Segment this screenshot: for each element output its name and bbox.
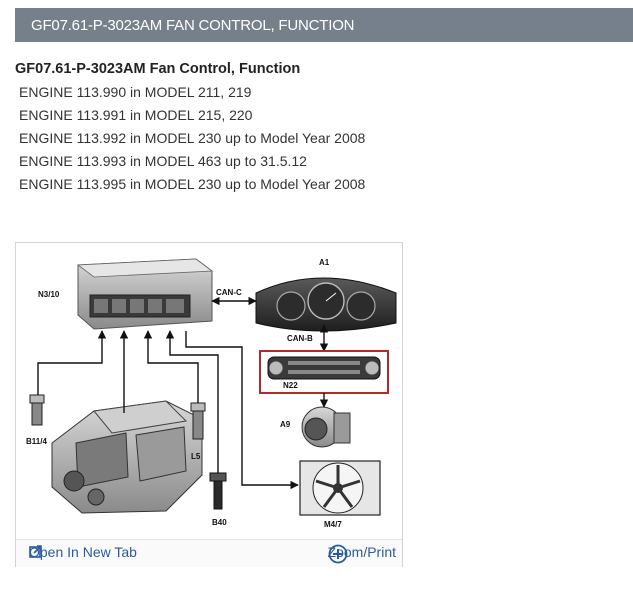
label-a9: A9 bbox=[280, 420, 291, 429]
engine-list: ENGINE 113.990 in MODEL 211, 219 ENGINE … bbox=[19, 84, 365, 199]
engine-item: ENGINE 113.992 in MODEL 230 up to Model … bbox=[19, 130, 366, 146]
climate-control-n22 bbox=[259, 350, 389, 394]
label-can-c: CAN-C bbox=[216, 288, 242, 297]
b11-4-signal-arrow bbox=[37, 330, 107, 395]
l5-signal-arrow bbox=[143, 330, 199, 403]
fan-control-arrow bbox=[185, 331, 299, 490]
label-n22: N22 bbox=[283, 381, 298, 390]
open-in-new-tab-label: Open In New Tab bbox=[29, 544, 137, 560]
label-b11-4: B11/4 bbox=[26, 437, 47, 446]
diagram-figure[interactable]: N3/10 A1 CAN-C CAN-B N22 bbox=[15, 242, 403, 567]
label-can-b: CAN-B bbox=[287, 334, 313, 343]
sensor-b11-4 bbox=[29, 394, 45, 426]
open-new-tab-icon bbox=[29, 545, 42, 558]
sensor-b40 bbox=[209, 472, 227, 510]
b40-signal-arrow bbox=[165, 330, 219, 473]
label-n3-10: N3/10 bbox=[38, 290, 60, 299]
open-in-new-tab-link[interactable]: Open In New Tab bbox=[29, 544, 137, 560]
title-bar: GF07.61-P-3023AM FAN CONTROL, FUNCTION bbox=[15, 8, 633, 42]
control-unit-n3-10 bbox=[76, 258, 214, 330]
zoom-print-link[interactable]: Zoom/Print bbox=[328, 544, 396, 564]
figure-footer: Open In New Tab Zoom/Print bbox=[16, 539, 402, 567]
engine-image bbox=[51, 400, 203, 514]
page-title: GF07.61-P-3023AM FAN CONTROL, FUNCTION bbox=[31, 16, 355, 34]
zoom-plus-icon bbox=[328, 544, 347, 564]
fan-motor-m4-7 bbox=[299, 460, 381, 516]
document-heading: GF07.61-P-3023AM Fan Control, Function bbox=[15, 61, 301, 77]
fan-control-diagram: N3/10 A1 CAN-C CAN-B N22 bbox=[26, 258, 397, 529]
engine-item: ENGINE 113.990 in MODEL 211, 219 bbox=[19, 84, 252, 100]
engine-item: ENGINE 113.995 in MODEL 230 up to Model … bbox=[19, 176, 366, 192]
label-b40: B40 bbox=[212, 518, 227, 527]
instrument-cluster-a1 bbox=[255, 277, 397, 332]
sensor-l5 bbox=[190, 402, 206, 440]
engine-item: ENGINE 113.991 in MODEL 215, 220 bbox=[19, 107, 253, 123]
label-m4-7: M4/7 bbox=[324, 520, 342, 529]
engine-item: ENGINE 113.993 in MODEL 463 up to 31.5.1… bbox=[19, 153, 307, 169]
label-l5: L5 bbox=[191, 452, 201, 461]
compressor-a9 bbox=[301, 406, 351, 448]
label-a1: A1 bbox=[319, 258, 330, 267]
